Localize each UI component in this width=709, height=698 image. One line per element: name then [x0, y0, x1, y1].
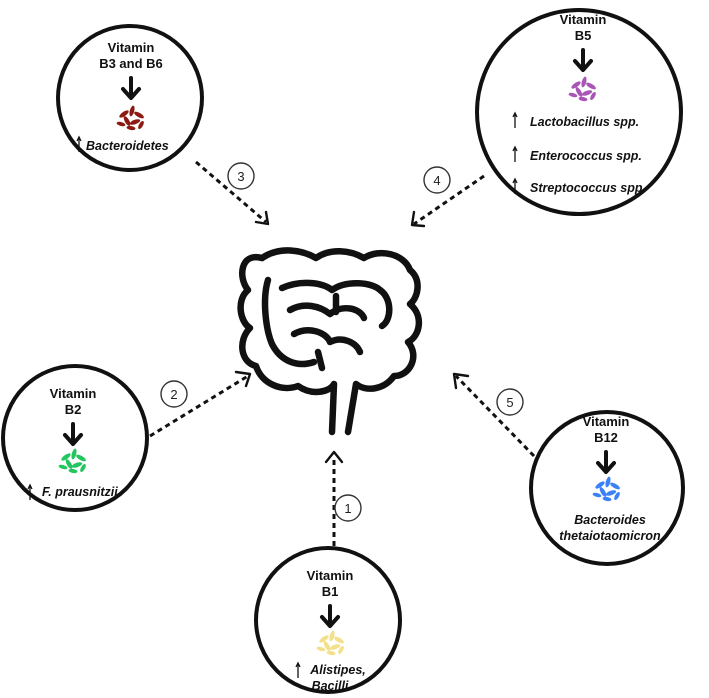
flow-arrow-5: 5: [452, 372, 536, 458]
bacteria-name: Bacilli: [312, 679, 349, 693]
node-vitamin-b12: Vitamin B12 Bacteroides thetaiotaomicron: [529, 410, 685, 566]
up-arrow-icon: [512, 111, 518, 128]
down-arrow-icon: [573, 48, 593, 72]
vitamin-label: Vitamin: [108, 40, 155, 55]
down-arrow-icon: [121, 76, 141, 100]
bacteria-name: Enterococcus spp.: [530, 149, 642, 163]
down-arrow-icon: [320, 604, 340, 628]
flow-arrow-4: 4: [410, 166, 485, 228]
flow-arrow-1: 1: [324, 450, 362, 546]
vitamin-name: B12: [594, 430, 618, 445]
up-arrow-icon: [512, 145, 518, 162]
flow-arrow-2: 2: [149, 370, 252, 438]
node-vitamin-b1: Vitamin B1 Alistipes, Bacilli: [254, 546, 402, 694]
flow-arrow-3: 3: [195, 160, 270, 226]
vitamin-name: B3 and B6: [99, 56, 163, 71]
step-number-5: 5: [506, 395, 513, 410]
vitamin-label: Vitamin: [560, 12, 607, 27]
step-number-badge: [160, 380, 188, 408]
up-arrow-icon: [76, 135, 82, 152]
step-number-badge: [423, 166, 451, 194]
step-number-4: 4: [433, 173, 440, 188]
vitamin-name: B1: [322, 584, 339, 599]
up-arrow-icon: [27, 483, 33, 500]
down-arrow-icon: [596, 450, 616, 474]
intestine-icon: [237, 247, 422, 436]
bacteria-name: Bacteroidetes: [86, 139, 169, 153]
step-number-1: 1: [344, 501, 351, 516]
step-number-2: 2: [170, 387, 177, 402]
node-vitamin-b2: Vitamin B2 F. prausnitzii: [1, 364, 149, 512]
up-arrow-icon: [295, 661, 301, 678]
bacteria-name: thetaiotaomicron: [559, 529, 661, 543]
bacteria-name: Lactobacillus spp.: [530, 115, 639, 129]
node-vitamin-b5: Vitamin B5 Lactobacillus spp. Enterococc…: [475, 8, 683, 216]
up-arrow-icon: [512, 177, 518, 194]
bacteria-name: Alistipes,: [309, 663, 366, 677]
bacteria-name: F. prausnitzii: [42, 485, 118, 499]
vitamin-name: B5: [575, 28, 592, 43]
vitamin-label: Vitamin: [50, 386, 97, 401]
vitamin-name: B2: [65, 402, 82, 417]
vitamin-label: Vitamin: [583, 414, 630, 429]
bacteria-name: Streptococcus spp.: [530, 181, 646, 195]
node-vitamin-b3-b6: Vitamin B3 and B6 Bacteroidetes: [56, 24, 204, 172]
bacteria-name: Bacteroides: [574, 513, 646, 527]
step-number-badge: [496, 388, 524, 416]
step-number-badge: [227, 162, 255, 190]
step-number-3: 3: [237, 169, 244, 184]
vitamin-label: Vitamin: [307, 568, 354, 583]
step-number-badge: [334, 494, 362, 522]
down-arrow-icon: [63, 422, 83, 446]
